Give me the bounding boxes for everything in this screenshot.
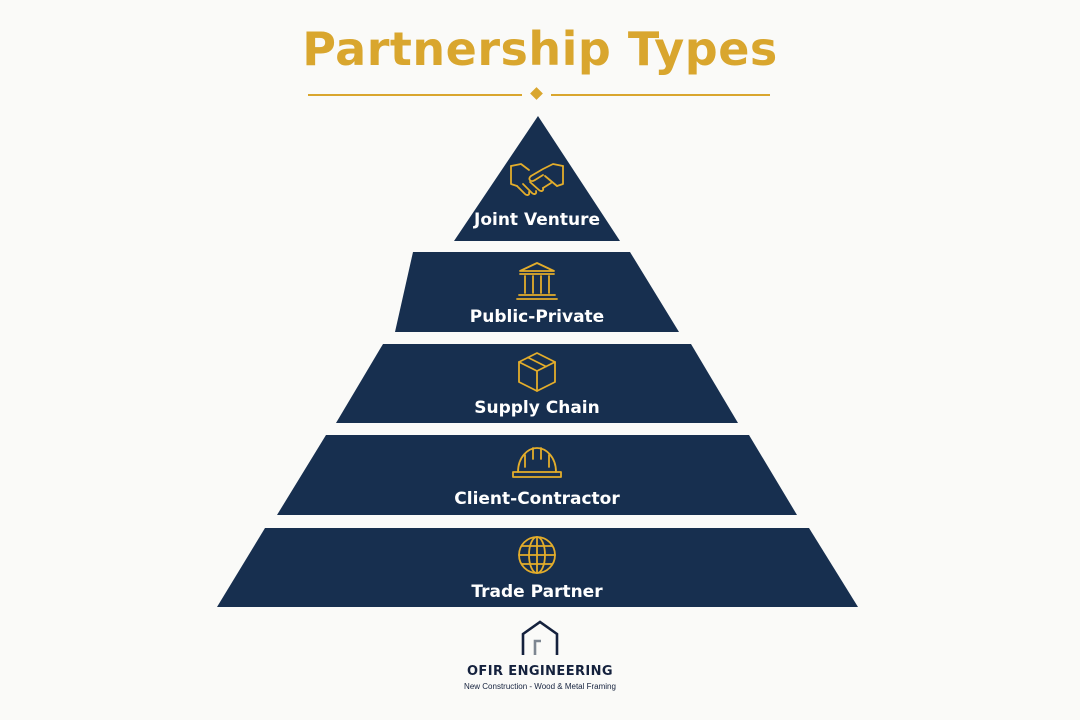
globe-icon [518,536,556,574]
tier-shape [277,435,797,515]
tier-client-contractor: Client-Contractor [277,435,797,515]
house-logo-icon [521,620,559,655]
government-building-icon [516,262,558,300]
tier-shape [395,252,679,332]
title-divider-left [308,94,522,96]
title-divider-right [551,94,770,96]
tier-public-private: Public-Private [395,252,679,332]
page-title: Partnership Types [302,22,778,76]
handshake-icon [510,163,564,196]
tier-supply-chain: Supply Chain [336,344,738,423]
tier-label: Public-Private [470,307,604,327]
company-logo: OFIR ENGINEERING New Construction - Wood… [0,620,1080,691]
box-icon [518,352,556,392]
company-tagline: New Construction - Wood & Metal Framing [464,682,616,691]
tier-joint-venture: Joint Venture [454,116,620,241]
tier-trade-partner: Trade Partner [217,528,858,607]
company-name: OFIR ENGINEERING [466,664,613,679]
tier-label: Client-Contractor [454,489,620,509]
tier-label: Joint Venture [473,210,600,230]
hard-hat-icon [512,447,562,478]
tier-label: Supply Chain [474,398,600,418]
tier-label: Trade Partner [471,582,603,602]
